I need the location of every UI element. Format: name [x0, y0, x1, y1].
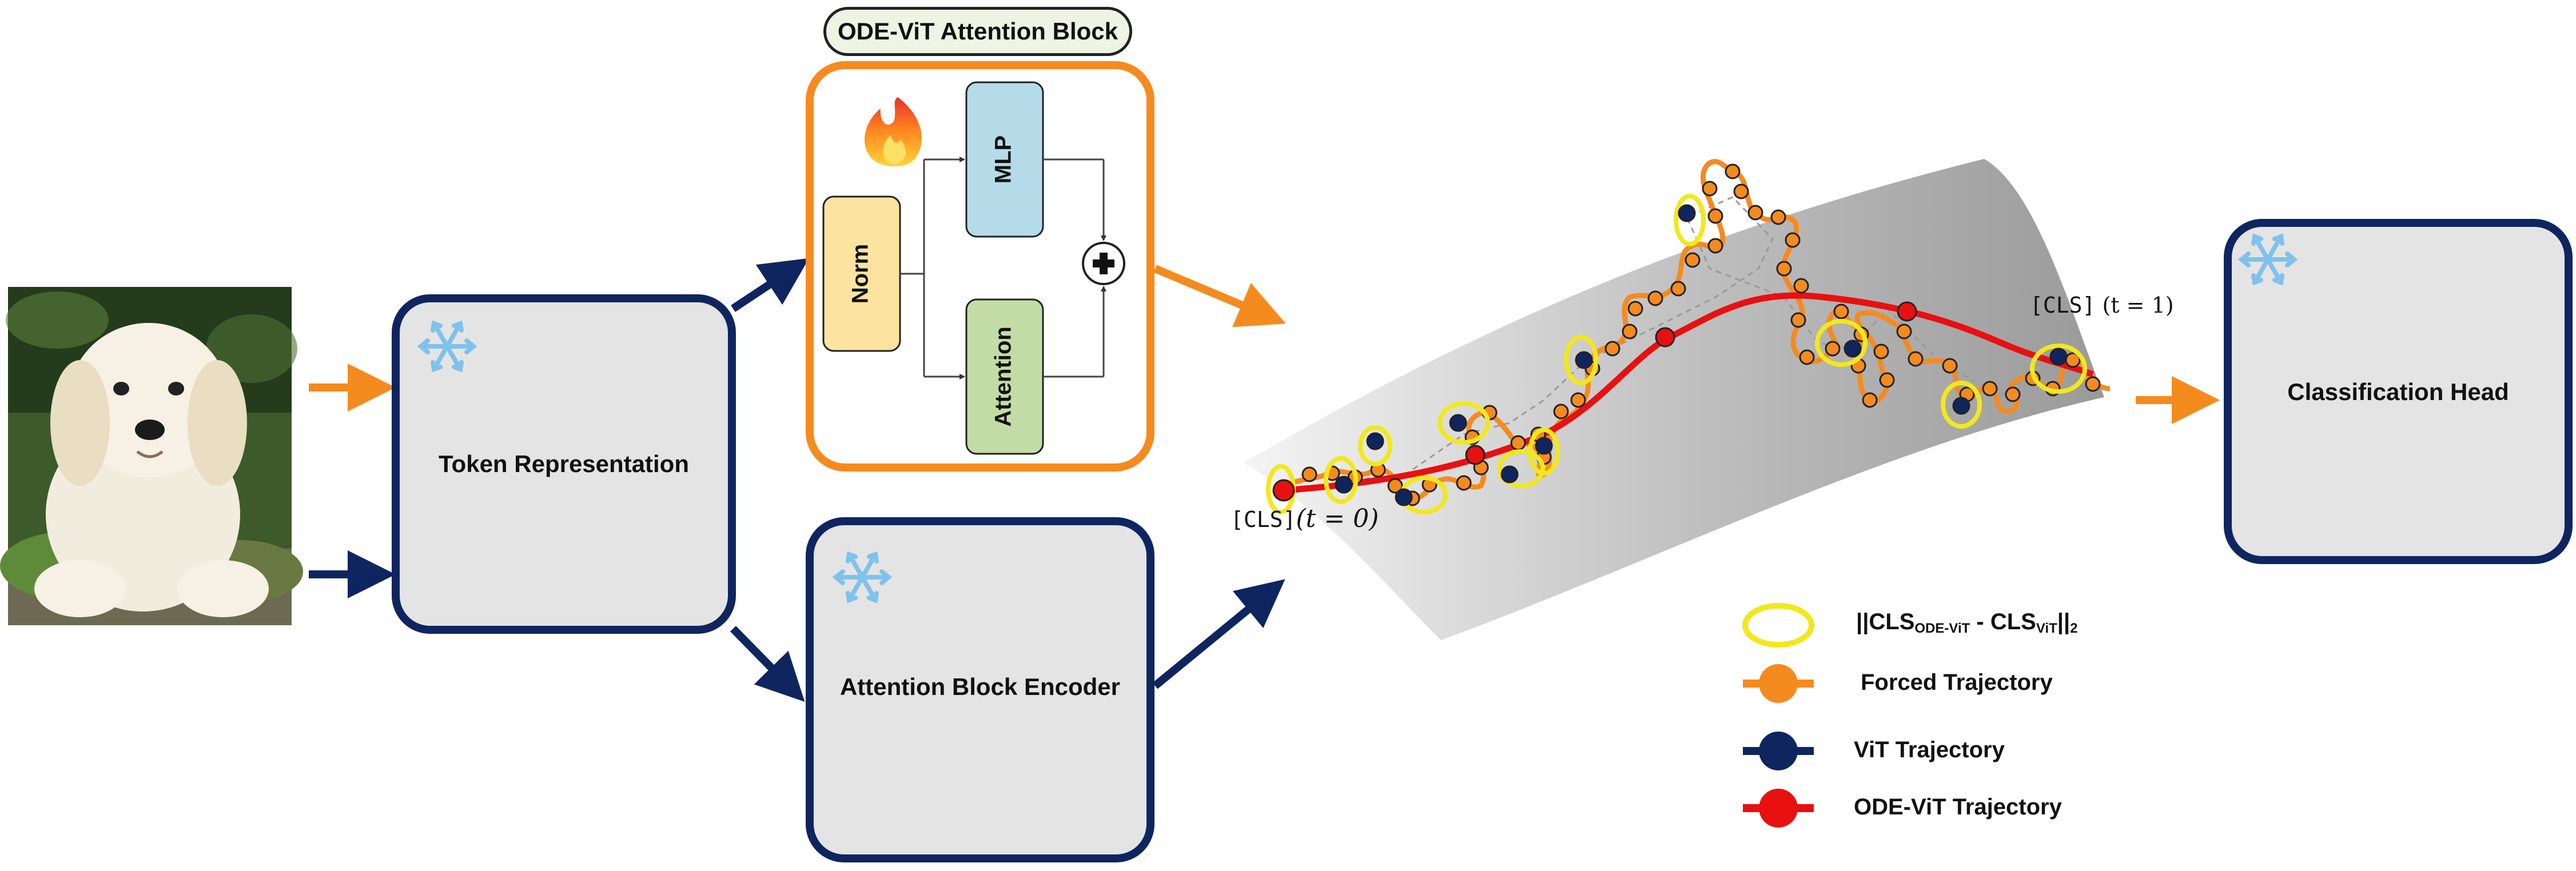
legend-norm-sub-a: ODE-ViT [1914, 621, 1970, 636]
legend-odevit-icon [1759, 789, 1798, 828]
odevit-trajectory-points [1272, 301, 1917, 502]
legend-forced-icon [1759, 664, 1798, 703]
arrow-token-to-odevit [731, 258, 810, 312]
legend-norm-difference: ||CLSODE-ViT - CLSViT||2 [1856, 609, 2078, 637]
inner-wiring [900, 157, 1106, 379]
norm-label: Norm [848, 244, 873, 303]
legend-odevit-label: ODE-ViT Trajectory [1854, 794, 2062, 820]
vit-trajectory-points [1335, 204, 2068, 506]
legend-vit-icon [1759, 732, 1798, 770]
manifold-surface [1244, 159, 2104, 640]
legend-vit-label: ViT Trajectory [1854, 737, 2005, 762]
norm-difference-ellipses [1266, 194, 2087, 514]
attention-block-encoder-box [806, 517, 1154, 862]
arrow-encoder-to-manifold [1152, 579, 1285, 689]
snowflake-icon-token [417, 320, 477, 373]
legend-norm-minus: - [1970, 609, 1990, 634]
classification-head-box [2224, 219, 2573, 564]
legend-norm-sub-2: 2 [2070, 621, 2078, 636]
dashed-links [1343, 196, 2059, 486]
legend-symbols [1742, 603, 1814, 828]
fire-icon [864, 97, 922, 167]
token-representation-label: Token Representation [439, 450, 689, 477]
plus-icon [1082, 242, 1125, 285]
cls-start-label: [CLS](t = 0) [1231, 504, 1379, 533]
arrow-odevit-to-manifold [1153, 265, 1286, 327]
cls-end-label: [CLS] (t = 1) [2030, 293, 2174, 318]
odevit-block-title: ODE-ViT Attention Block [823, 7, 1132, 56]
classification-head-label: Classification Head [2287, 378, 2509, 405]
attention-label: Attention [991, 326, 1016, 427]
snowflake-icon-head [2237, 233, 2298, 286]
legend-norm-cls-b: CLS [1990, 609, 2036, 634]
token-representation-box [392, 294, 736, 634]
cls-start-token: [CLS] [1231, 507, 1296, 532]
legend-forced-label: Forced Trajectory [1861, 670, 2053, 695]
arrow-token-to-encoder [730, 626, 805, 702]
cls-end-token: [CLS] [2030, 293, 2096, 318]
snowflake-icon-encoder [832, 551, 893, 604]
cls-end-time: (t = 1) [2102, 293, 2174, 318]
legend-norm-prefix: || [1856, 609, 1869, 634]
attention-block-encoder-label: Attention Block Encoder [839, 673, 1121, 700]
cls-start-time: (t = 0) [1296, 504, 1379, 533]
dog-photo [0, 287, 303, 625]
legend-yellow-ellipse-icon [1742, 603, 1814, 648]
mlp-label: MLP [991, 135, 1016, 183]
legend-norm-cls-a: CLS [1869, 609, 1915, 634]
forced-trajectory-points [1301, 163, 2101, 506]
legend-norm-suffix: || [2057, 609, 2071, 634]
legend-norm-sub-b: ViT [2036, 621, 2057, 636]
